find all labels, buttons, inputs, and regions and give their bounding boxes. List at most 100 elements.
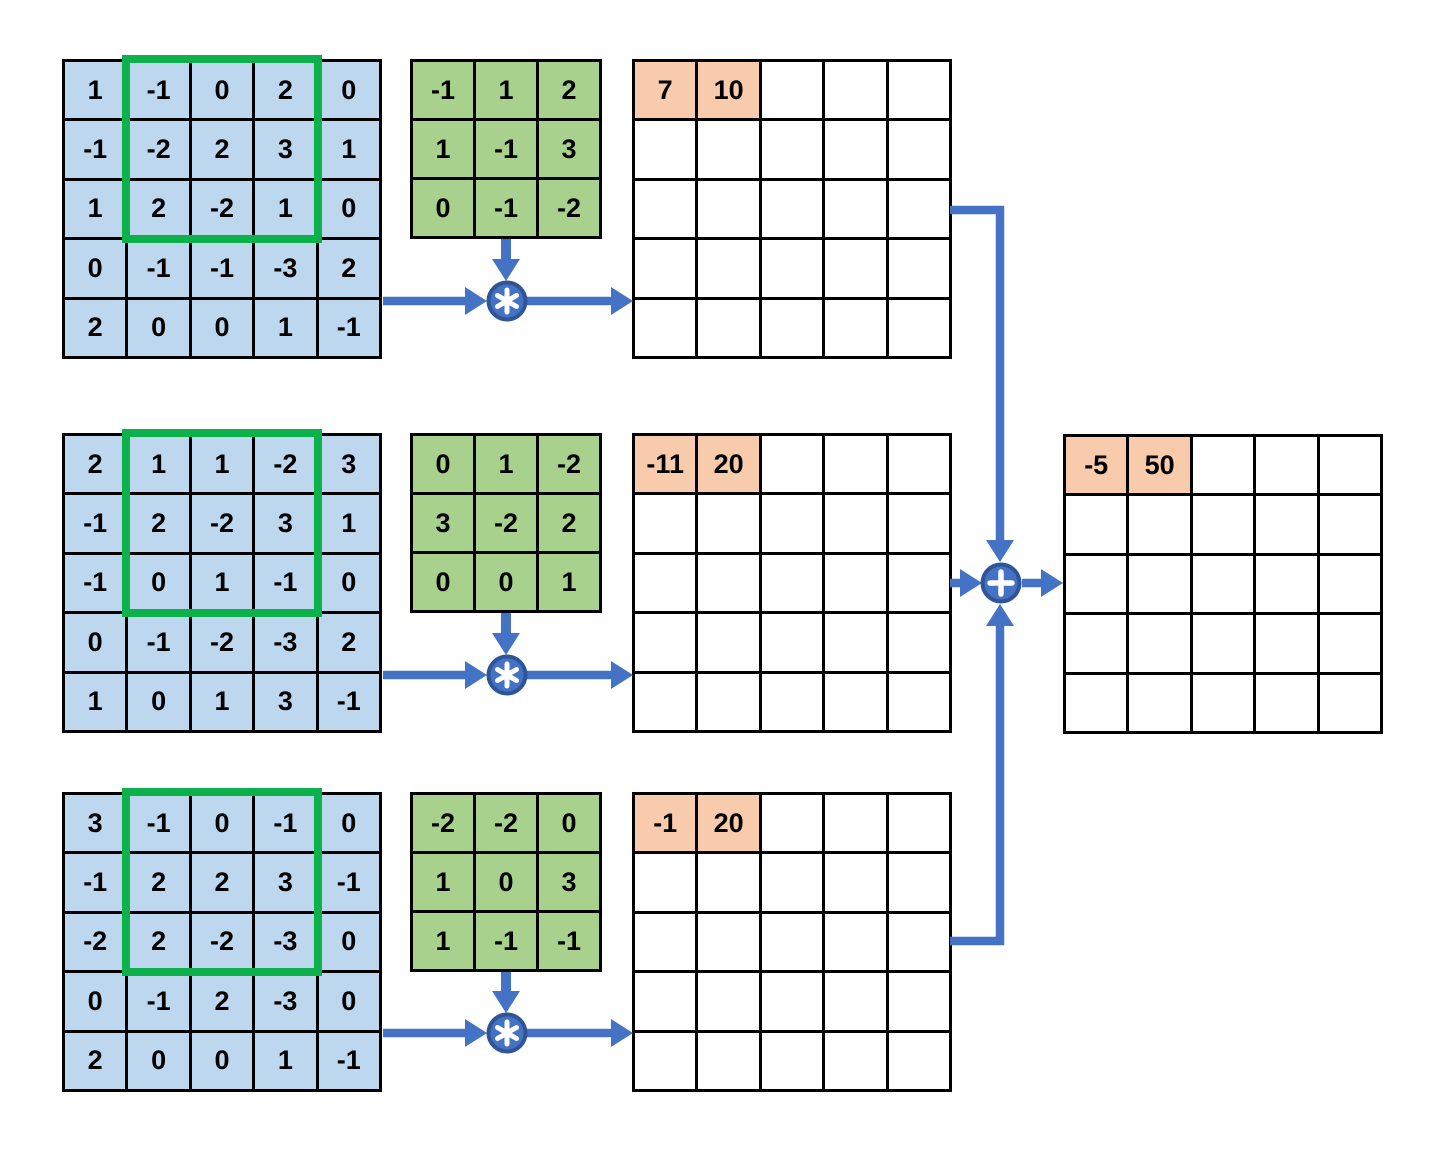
matrix-cell: -1 [65,121,126,178]
matrix-cell: 20 [698,436,759,493]
matrix-cell: 2 [191,121,253,178]
arrowhead-right [611,1019,633,1047]
matrix-cell: -1 [65,554,126,612]
matrix-cell: 0 [318,795,379,852]
matrix-cell: 1 [65,62,126,119]
matrix-cell: 3 [65,795,126,852]
matrix-cell: -1 [413,62,473,118]
matrix-cell: -1 [128,62,189,119]
matrix-cell [635,299,696,356]
matrix-cell: 1 [255,180,316,238]
matrix-cell [825,299,886,356]
arrowhead-up [986,604,1014,626]
matrix-cell [1256,615,1317,672]
matrix-cell: 2 [318,240,379,297]
sum-connectors [950,205,1063,946]
matrix-cell: -2 [128,121,189,178]
matrix-cell [825,495,886,552]
matrix-cell: 0 [191,62,253,119]
matrix-cell [761,121,823,178]
matrix-cell [1319,437,1380,494]
matrix-cell: 0 [128,554,189,612]
matrix-cell [1256,496,1317,553]
matrix-cell: 3 [539,854,599,910]
matrix-cell [1192,437,1254,494]
matrix-cell: 2 [539,495,599,551]
matrix-cell: 7 [635,62,696,119]
matrix-cell: -1 [128,614,189,671]
matrix-cell [698,299,759,356]
matrix-cell: 0 [318,554,379,612]
matrix-cell [1066,496,1127,553]
matrix-cell: 1 [65,673,126,730]
arrowhead-down [492,991,520,1013]
matrix-cell: -2 [191,614,253,671]
matrix-cell: 0 [413,180,473,236]
matrix-cell [825,614,886,671]
matrix-cell [635,180,696,238]
matrix-cell: 2 [128,913,189,971]
matrix-cell: 1 [191,673,253,730]
matrix-cell: 0 [539,795,599,851]
matrix-cell: 1 [65,180,126,238]
matrix-cell: 2 [318,614,379,671]
matrix-cell [698,1032,759,1089]
matrix-cell [761,436,823,493]
matrix-cell: -3 [255,973,316,1030]
matrix-cell [635,495,696,552]
matrix-cell [635,973,696,1030]
matrix-cell: -3 [255,913,316,971]
matrix-cell [761,913,823,971]
matrix-cell [888,436,949,493]
matrix-cell: 0 [65,240,126,297]
matrix-cell [825,854,886,911]
asterisk-icon [486,280,528,322]
matrix-cell: 2 [65,1032,126,1089]
matrix-cell: 1 [128,436,189,493]
matrix-cell: 1 [318,121,379,178]
matrix-cell: -11 [635,436,696,493]
matrix-cell [698,180,759,238]
matrix-cell [825,973,886,1030]
matrix-cell [1256,555,1317,613]
matrix-cell: 0 [128,1032,189,1089]
matrix-cell [1319,615,1380,672]
matrix-cell [888,795,949,852]
matrix-cell: 1 [255,1032,316,1089]
matrix-cell [888,554,949,612]
matrix-cell [635,913,696,971]
matrix-cell [888,854,949,911]
matrix-cell [1192,674,1254,731]
matrix-cell [888,180,949,238]
matrix-cell: 3 [318,436,379,493]
matrix-cell [1192,555,1254,613]
asterisk-icon [486,654,528,696]
matrix-cell [698,973,759,1030]
matrix-cell: -1 [128,240,189,297]
matrix-cell [825,180,886,238]
matrix-cell: -2 [191,913,253,971]
matrix-cell [1319,496,1380,553]
matrix-cell [888,1032,949,1089]
matrix-cell: 1 [539,554,599,610]
matrix-cell [698,614,759,671]
arrowhead-down [492,633,520,655]
matrix-cell [1066,615,1127,672]
matrix-cell [761,973,823,1030]
matrix-cell: 0 [191,1032,253,1089]
arrowhead-right [960,569,982,597]
matrix-cell: 0 [413,436,473,492]
matrix-cell: 2 [128,495,189,552]
arrowhead-right [465,661,487,689]
matrix-cell [1129,615,1190,672]
arrowhead-down [986,540,1014,562]
matrix-cell [1192,496,1254,553]
arrowhead-right [611,661,633,689]
matrix-cell [698,913,759,971]
matrix-cell: -1 [318,299,379,356]
